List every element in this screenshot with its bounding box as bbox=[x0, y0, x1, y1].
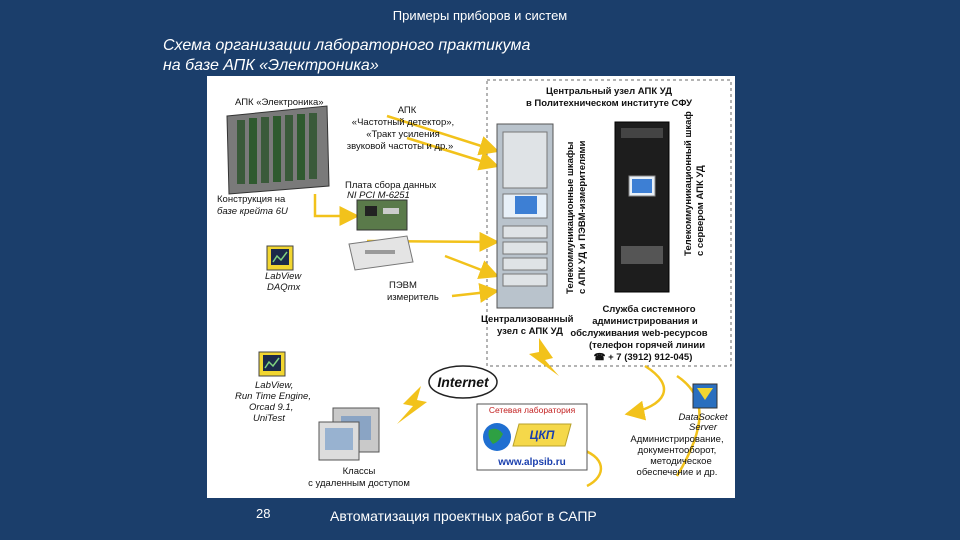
admin-service-line-1: Служба системного bbox=[602, 304, 695, 315]
administration-line-4: обеспечение и др. bbox=[637, 467, 718, 478]
slide-title-line-2: на базе АПК «Электроника» bbox=[163, 57, 379, 74]
lightning-icon bbox=[397, 386, 427, 424]
labview-runtime-icon bbox=[258, 351, 286, 377]
network-lab-url[interactable]: www.alpsib.ru bbox=[497, 457, 565, 468]
labview-daqmx-line-1: LabView bbox=[265, 271, 302, 282]
lightning-icon bbox=[529, 338, 559, 376]
admin-service-line-5: ☎ + 7 (3912) 912-045) bbox=[594, 352, 693, 363]
datasocket-line-2: Server bbox=[689, 422, 718, 433]
telecom-server-line-2: с сервером АПК УД bbox=[695, 165, 706, 256]
classes-line-2: с удаленным доступом bbox=[308, 478, 410, 489]
header-title: Примеры приборов и систем bbox=[392, 8, 568, 23]
telecom-cabinets-line-2: с АПК УД и ПЭВМ-измерителями bbox=[577, 140, 588, 294]
labview-runtime-line-3: Orcad 9.1, bbox=[249, 402, 293, 413]
apk-electronics-rack-icon bbox=[226, 105, 330, 195]
classes-line-1: Классы bbox=[343, 466, 376, 477]
network-lab-logo-text: ЦКП bbox=[530, 428, 555, 442]
central-node-line-1: Центральный узел АПК УД bbox=[546, 86, 672, 97]
network-lab-title: Сетевая лаборатория bbox=[489, 405, 576, 415]
apk-electronics-label: АПК «Электроника» bbox=[235, 97, 324, 108]
apk-detector-line-2: «Частотный детектор», bbox=[352, 117, 454, 128]
labview-runtime-line-2: Run Time Engine, bbox=[235, 391, 311, 402]
internet-cloud-icon bbox=[428, 365, 498, 399]
apk-detector-line-3: «Тракт усиления bbox=[366, 129, 440, 140]
admin-service-line-2: администрирования и bbox=[592, 316, 698, 327]
footer-text: Автоматизация проектных работ в САПР bbox=[330, 508, 597, 524]
internet-label: Internet bbox=[437, 374, 490, 390]
labview-runtime-line-1: LabView, bbox=[255, 380, 293, 391]
construction-line-1: Конструкция на bbox=[217, 194, 286, 205]
daq-board-line-1: Плата сбора данных bbox=[345, 180, 436, 191]
server-cabinet-icon bbox=[614, 121, 670, 293]
admin-service-line-4: (телефон горячей линии bbox=[589, 340, 705, 351]
pc-meter-icon bbox=[348, 235, 414, 271]
remote-classes-computers-icon bbox=[318, 407, 380, 461]
admin-service-line-3: обслуживания web-ресурсов bbox=[570, 328, 707, 339]
telecom-cabinets-line-1: Телекоммуникационные шкафы bbox=[565, 142, 576, 294]
administration-line-2: документооборот, bbox=[638, 445, 717, 456]
telecom-cabinet-icon bbox=[496, 123, 554, 309]
pc-meter-line-2: измеритель bbox=[387, 292, 439, 303]
labview-runtime-line-4: UniTest bbox=[253, 413, 285, 424]
labview-daqmx-icon bbox=[266, 245, 294, 271]
daq-board-icon bbox=[356, 199, 408, 231]
centralized-node-line-2: узел с АПК УД bbox=[497, 326, 563, 337]
network-lab-logo bbox=[476, 403, 588, 471]
daq-board-line-2: NI PCI M-6251 bbox=[347, 190, 410, 201]
pc-meter-line-1: ПЭВМ bbox=[389, 280, 417, 291]
central-node-line-2: в Политехническом институте СФУ bbox=[526, 98, 692, 109]
slide-title-line-1: Схема организации лабораторного практику… bbox=[163, 37, 531, 54]
administration-line-1: Администрирование, bbox=[630, 434, 723, 445]
datasocket-server-icon bbox=[692, 383, 718, 409]
construction-line-2: базе крейта 6U bbox=[217, 206, 288, 217]
telecom-server-line-1: Телекоммуникационный шкаф bbox=[683, 111, 694, 256]
administration-line-3: методическое bbox=[650, 456, 711, 467]
connector-lines bbox=[313, 114, 701, 488]
central-node-frame bbox=[486, 79, 732, 367]
page-number: 28 bbox=[256, 506, 271, 521]
labview-daqmx-line-2: DAQmx bbox=[267, 282, 302, 293]
apk-detector-line-1: АПК bbox=[398, 105, 417, 116]
centralized-node-line-1: Централизованный bbox=[481, 314, 574, 325]
lab-organization-diagram: Internet Сетевая лаборатория ЦКП www.alp… bbox=[207, 76, 735, 498]
datasocket-line-1: DataSocket bbox=[678, 412, 727, 423]
apk-detector-line-4: звуковой частоты и др.» bbox=[347, 141, 453, 152]
